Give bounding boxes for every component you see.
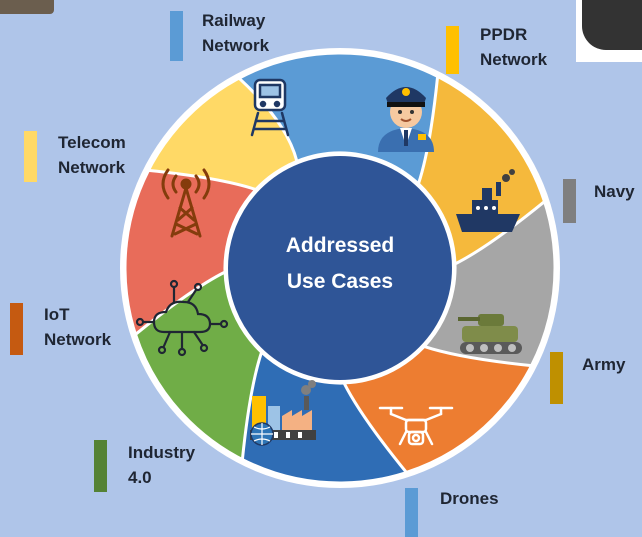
railway-label-line1: Railway (202, 11, 266, 30)
iot-label: IoT Network (44, 302, 111, 352)
ppdr-bar (446, 26, 459, 74)
ship-icon (456, 169, 520, 232)
drone-icon (378, 406, 454, 446)
army-label: Army (582, 352, 625, 377)
ppdr-label-line1: PPDR (480, 25, 528, 44)
industry-label-line2: 4.0 (128, 468, 152, 487)
ppdr-label: PPDR Network (480, 22, 547, 72)
cloud-network-icon (135, 279, 229, 357)
corner-image-right (576, 0, 642, 62)
army-label-line1: Army (582, 355, 626, 374)
corner-image-left (0, 0, 54, 14)
ppdr-label-line2: Network (480, 50, 548, 69)
drones-bar (405, 488, 418, 537)
navy-bar (563, 179, 576, 223)
industry-label: Industry 4.0 (128, 440, 195, 490)
drones-label-line1: Drones (440, 489, 499, 508)
antenna-tower-icon (161, 168, 211, 238)
navy-label: Navy (594, 179, 635, 204)
iot-label-line1: IoT (44, 305, 70, 324)
train-icon (250, 78, 290, 137)
railway-label-line2: Network (202, 36, 270, 55)
police-officer-icon (378, 87, 434, 152)
railway-label: Railway Network (202, 8, 269, 58)
iot-label-line2: Network (44, 330, 112, 349)
center-title-line2: Use Cases (287, 270, 393, 293)
navy-label-line1: Navy (594, 182, 635, 201)
railway-bar (170, 11, 183, 61)
army-bar (550, 352, 563, 404)
industry-label-line1: Industry (128, 443, 196, 462)
telecom-label-line2: Network (58, 158, 126, 177)
tank-icon (458, 314, 522, 354)
drones-label: Drones (440, 486, 499, 511)
telecom-bar (24, 131, 37, 182)
center-hub (226, 154, 454, 382)
center-title-line1: Addressed (286, 234, 395, 257)
telecom-label-line1: Telecom (58, 133, 126, 152)
factory-icon (250, 380, 316, 446)
iot-bar (10, 303, 23, 355)
industry-bar (94, 440, 107, 492)
telecom-label: Telecom Network (58, 130, 126, 180)
